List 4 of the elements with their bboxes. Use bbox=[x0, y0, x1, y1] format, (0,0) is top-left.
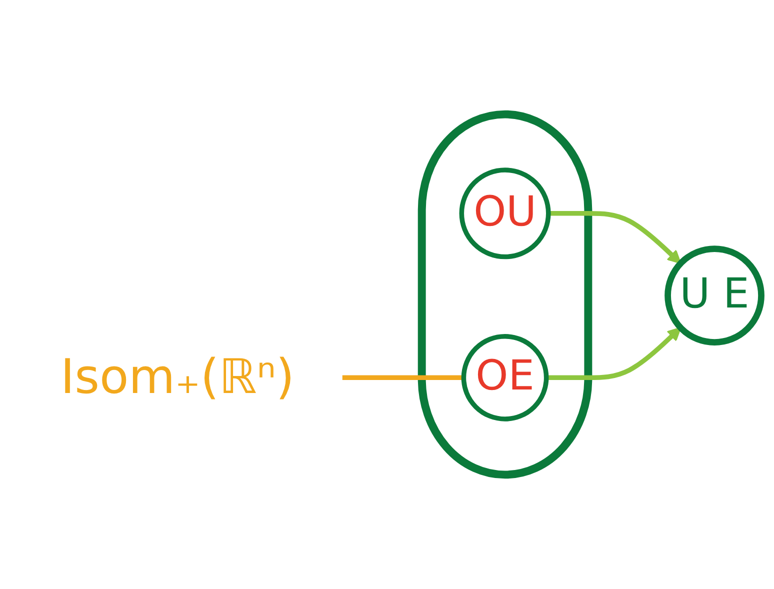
node-circle: OE bbox=[461, 334, 549, 422]
node-circle: OU bbox=[459, 168, 551, 260]
node-circle: U E bbox=[664, 246, 764, 346]
node-text: Isom₊(ℝⁿ) bbox=[60, 350, 295, 406]
